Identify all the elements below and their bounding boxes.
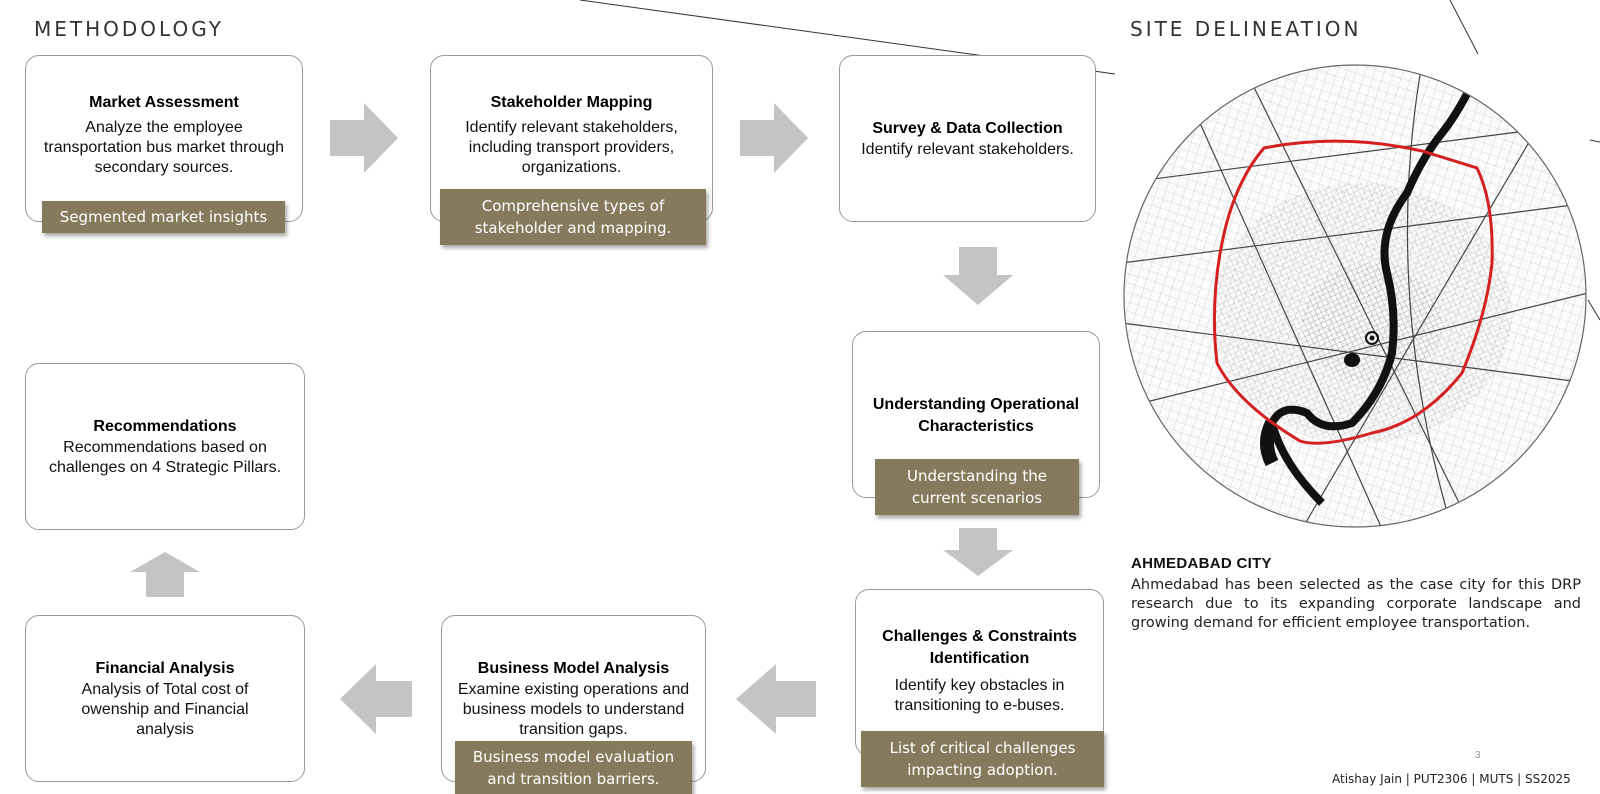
stakeholder-mapping-title: Stakeholder Mapping <box>490 94 653 111</box>
recommendations-title: Recommendations <box>93 418 237 435</box>
site-delineation-title: SITE DELINEATION <box>1130 17 1362 41</box>
recommendations-card: Recommendations Recommendations based on… <box>25 363 305 530</box>
financial-analysis-desc: Analysis of Total cost of owenship and F… <box>81 681 249 738</box>
business-model-desc: Examine existing operations and business… <box>457 681 690 738</box>
operational-characteristics-title: Understanding Operational Characteristic… <box>872 396 1080 435</box>
stakeholder-mapping-card: Stakeholder Mapping Identify relevant st… <box>430 55 713 222</box>
methodology-title: METHODOLOGY <box>34 17 224 41</box>
arrow-left-icon <box>340 664 412 734</box>
market-assessment-card: Market Assessment Analyze the employee t… <box>25 55 303 222</box>
arrow-right-icon <box>740 103 808 173</box>
market-assessment-desc: Analyze the employee transportation bus … <box>43 119 285 176</box>
survey-data-title: Survey & Data Collection <box>872 119 1063 137</box>
market-assessment-outcome: Segmented market insights <box>42 201 285 233</box>
recommendations-desc: Recommendations based on challenges on 4… <box>48 439 282 476</box>
survey-data-card: Survey & Data Collection Identify releva… <box>839 55 1096 222</box>
challenges-constraints-desc: Identify key obstacles in transitioning … <box>894 677 1065 714</box>
business-model-outcome: Business model evaluation and transition… <box>455 741 692 794</box>
financial-analysis-card: Financial Analysis Analysis of Total cos… <box>25 615 305 782</box>
stakeholder-mapping-outcome: Comprehensive types of stakeholder and m… <box>440 189 706 245</box>
business-model-title: Business Model Analysis <box>477 660 670 677</box>
arrow-left-icon <box>736 664 816 734</box>
financial-analysis-title: Financial Analysis <box>95 660 235 677</box>
footer-credits: Atishay Jain | PUT2306 | MUTS | SS2025 <box>1332 772 1571 786</box>
arrow-right-icon <box>330 103 398 173</box>
challenges-constraints-card: Challenges & Constraints Identification … <box>855 589 1104 756</box>
arrow-up-icon <box>130 552 200 597</box>
operational-characteristics-outcome: Understanding the current scenarios <box>875 459 1079 515</box>
page-number: 3 <box>1475 750 1481 761</box>
city-description: Ahmedabad has been selected as the case … <box>1131 577 1581 631</box>
survey-data-desc: Identify relevant stakeholders. <box>861 140 1074 158</box>
challenges-constraints-outcome: List of critical challenges impacting ad… <box>861 731 1104 787</box>
stakeholder-mapping-desc: Identify relevant stakeholders, includin… <box>465 119 678 176</box>
arrow-down-icon <box>943 247 1013 305</box>
market-assessment-title: Market Assessment <box>89 94 239 111</box>
ahmedabad-map <box>1123 64 1587 528</box>
arrow-down-icon <box>943 528 1013 576</box>
challenges-constraints-title: Challenges & Constraints Identification <box>882 628 1077 667</box>
city-title: AHMEDABAD CITY <box>1131 555 1272 572</box>
